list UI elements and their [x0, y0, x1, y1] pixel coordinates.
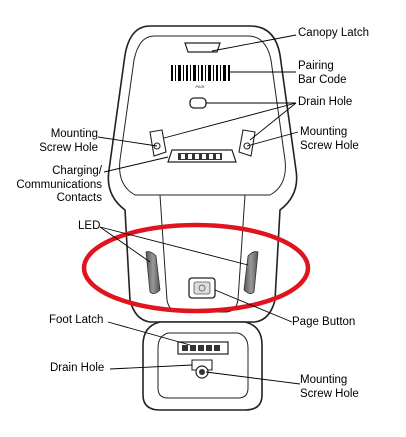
highlight-ellipse: [81, 222, 311, 314]
screw-hole-center: [199, 369, 205, 375]
label-led: LED: [78, 220, 101, 232]
mounting-screw-hole-left: [149, 129, 167, 157]
leader-charging: [103, 156, 169, 173]
page-button[interactable]: [188, 277, 216, 299]
canopy-latch: [184, 42, 221, 53]
handle-outline: [159, 194, 246, 313]
label-foot-latch: Foot Latch: [49, 314, 104, 326]
leader-foot-latch: [107, 321, 191, 346]
leader-drain-hole-top-b: [249, 102, 297, 141]
label-drain-hole-top: Drain Hole: [298, 96, 353, 108]
label-mounting-screw-hole-bottom: Mounting Screw Hole: [300, 374, 359, 400]
led-right: [243, 251, 259, 294]
drain-hole-bottom: [191, 359, 213, 371]
mounting-screw-hole-right: [238, 129, 256, 157]
label-page-button: Page Button: [292, 316, 356, 328]
leader-mounting-left: [97, 136, 158, 147]
foot-latch: [177, 341, 229, 355]
leader-page-button: [214, 289, 293, 323]
drain-hole-top: [189, 97, 207, 109]
scanner-body: [107, 25, 298, 323]
leader-drain-hole-bottom: [109, 364, 193, 370]
label-mounting-screw-hole-left: Mounting Screw Hole: [39, 128, 98, 154]
pairing-barcode: [171, 65, 230, 81]
leader-drain-hole-top-c: [163, 102, 297, 139]
leader-lines: [97, 34, 301, 385]
label-charging-contacts: Charging/ Communications Contacts: [16, 165, 102, 204]
label-mounting-screw-hole-right: Mounting Screw Hole: [300, 126, 359, 152]
leader-led-left: [99, 226, 151, 263]
leader-mounting-bottom: [205, 371, 301, 385]
barcode-caption: PAIR: [195, 84, 204, 89]
label-pairing-bar-code: Pairing Bar Code: [298, 60, 347, 86]
leader-led-right: [99, 226, 249, 266]
leader-canopy-latch: [211, 34, 297, 52]
label-canopy-latch: Canopy Latch: [298, 27, 369, 39]
label-drain-hole-bottom: Drain Hole: [50, 362, 105, 374]
charging-contacts: [167, 149, 237, 163]
leader-mounting-right: [246, 131, 299, 147]
